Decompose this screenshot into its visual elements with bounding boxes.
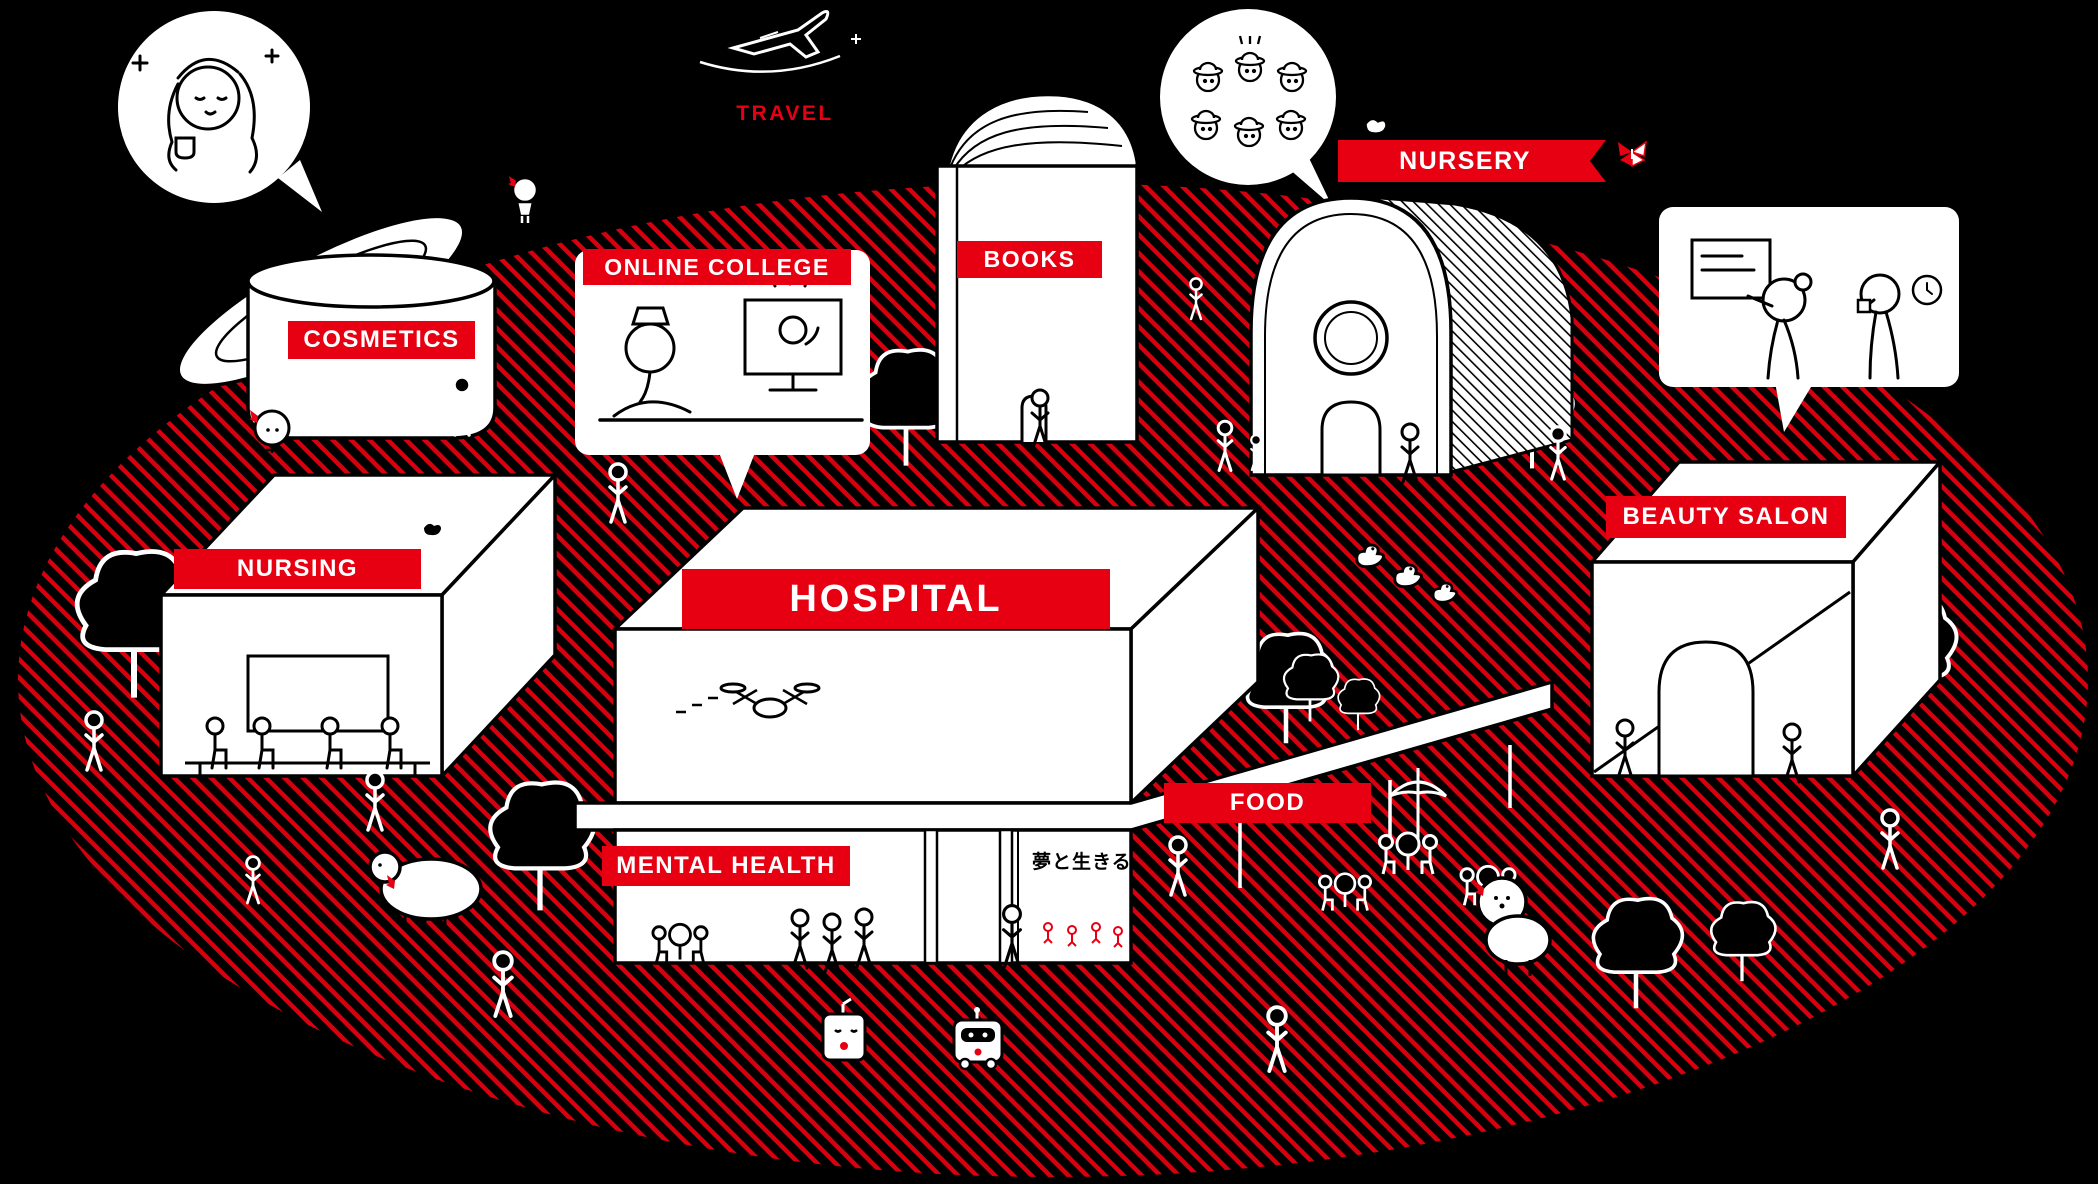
- sheep-icon: [368, 850, 483, 929]
- label-nursery[interactable]: NURSERY: [1338, 140, 1606, 182]
- fairy-girl: [508, 176, 539, 223]
- label-hospital[interactable]: HOSPITAL: [682, 569, 1110, 629]
- kids-drawing: [1043, 922, 1123, 948]
- butterfly-icon: [1618, 140, 1647, 168]
- bird-icon: [424, 523, 441, 536]
- sheep-girl-mascot: [249, 409, 291, 453]
- online-college-bubble: [575, 250, 870, 499]
- label-food[interactable]: FOOD: [1164, 783, 1371, 823]
- label-cosmetics[interactable]: COSMETICS: [288, 321, 475, 359]
- label-nursing[interactable]: NURSING: [174, 549, 421, 589]
- food-terrace: [1317, 768, 1517, 912]
- book-icon: [935, 93, 1139, 450]
- label-travel[interactable]: TRAVEL: [736, 102, 834, 125]
- label-online-college[interactable]: ONLINE COLLEGE: [583, 249, 851, 285]
- label-books[interactable]: BOOKS: [957, 241, 1102, 278]
- label-mental-health[interactable]: MENTAL HEALTH: [602, 846, 850, 886]
- kids-speech-bubble: [1160, 9, 1336, 206]
- robot-icon: [821, 997, 1004, 1071]
- airplane-icon: [699, 10, 861, 73]
- cosmetics-speech-bubble: [118, 11, 322, 212]
- training-speech-bubble: [1659, 207, 1959, 432]
- nursery-building: [1249, 195, 1574, 484]
- drone-icon: [676, 682, 821, 719]
- poodle-icon: [1475, 876, 1552, 976]
- label-beauty-salon[interactable]: BEAUTY SALON: [1606, 496, 1846, 538]
- bird-icon: [1365, 118, 1387, 134]
